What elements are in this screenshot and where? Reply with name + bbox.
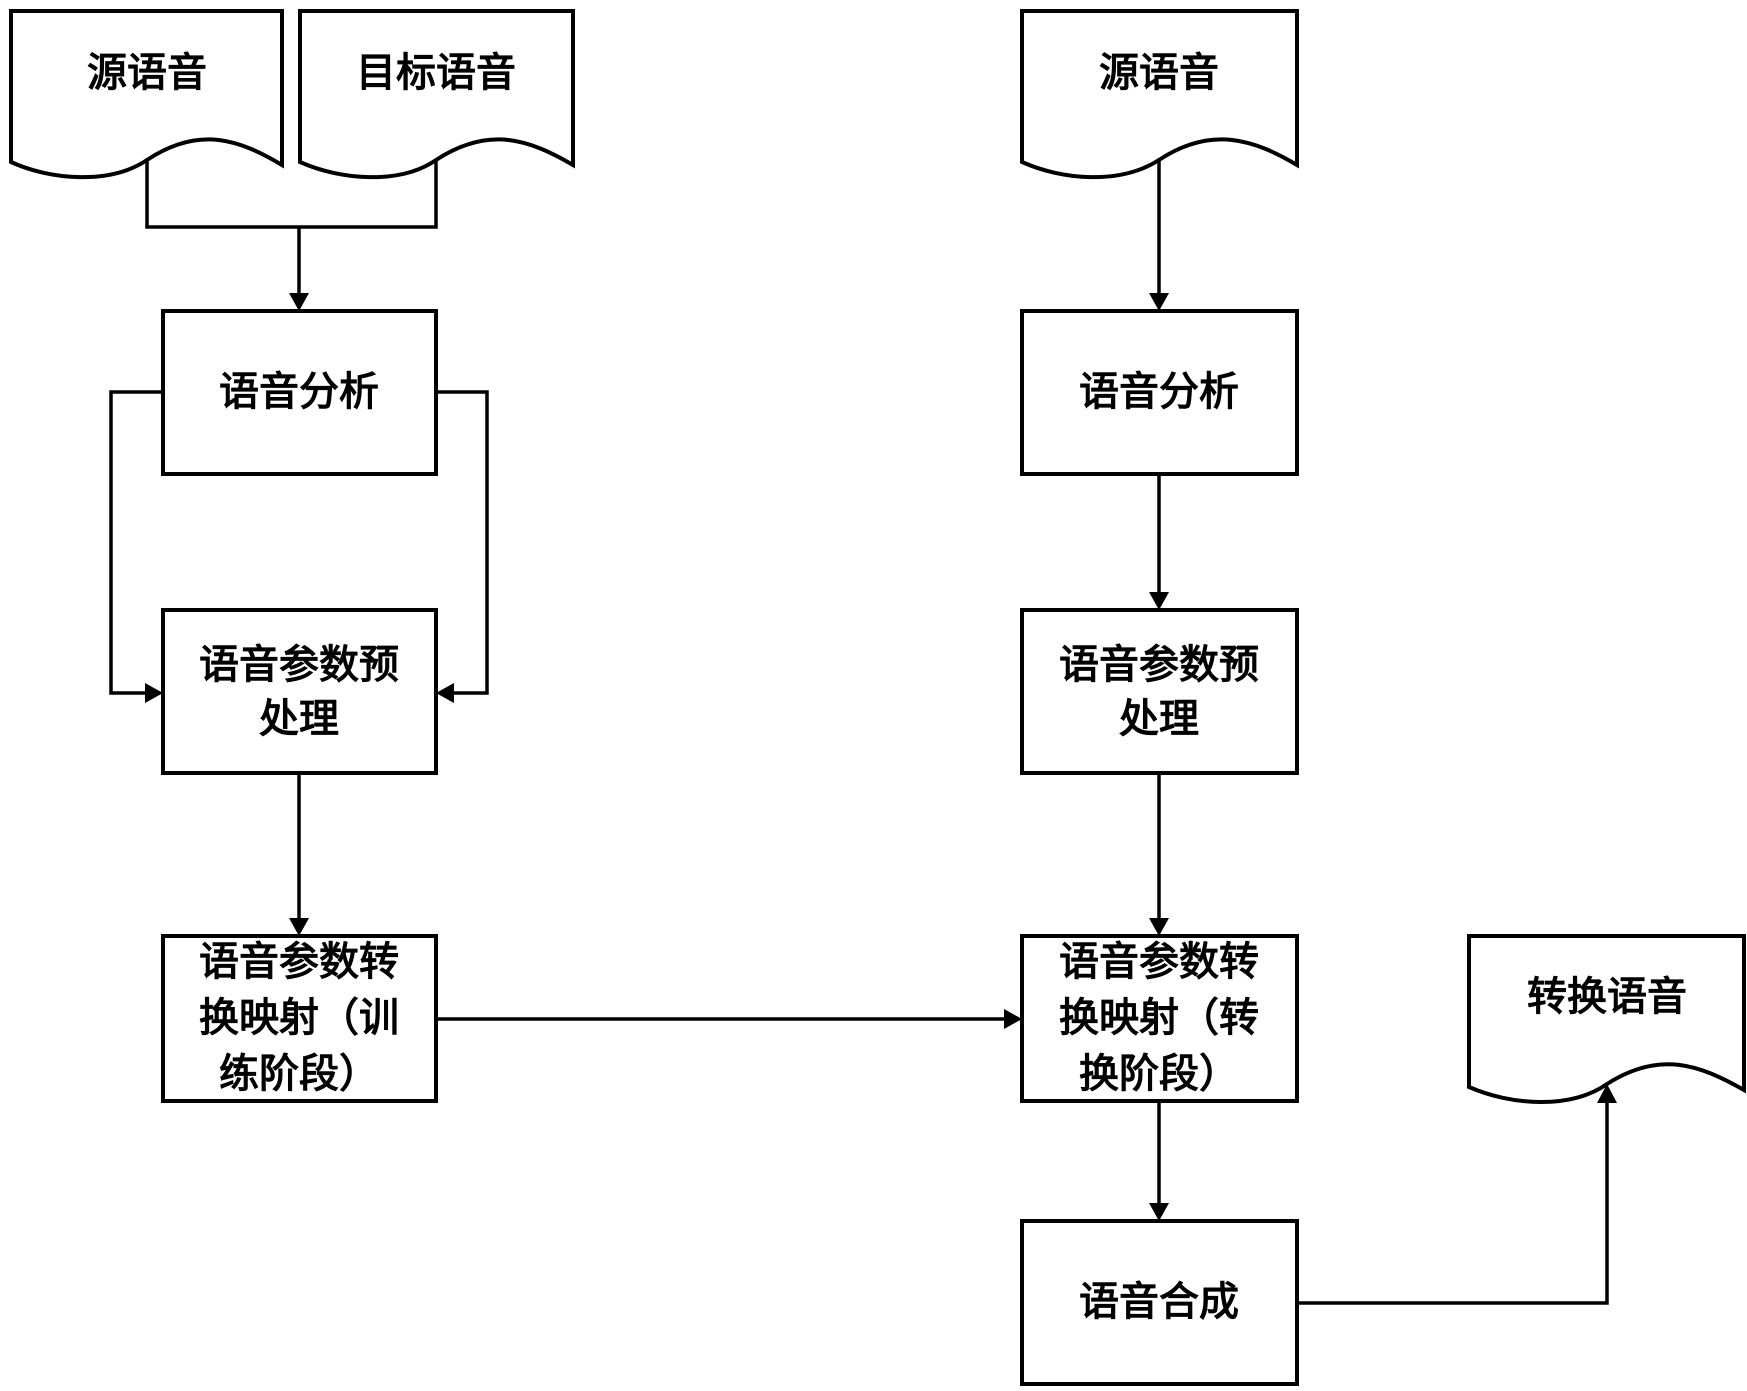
- arrowhead: [1149, 918, 1169, 936]
- node-label-src-conv: 源语音: [1099, 50, 1219, 96]
- process-box-preproc-conv: [1020, 608, 1299, 775]
- document-shape-tgt-train: [298, 9, 575, 180]
- node-label-analysis-conv: 语音分析: [1079, 369, 1239, 415]
- arrowhead: [1597, 1084, 1617, 1103]
- node-label-synthesis: 语音合成: [1079, 1279, 1239, 1325]
- arrowhead: [436, 683, 454, 703]
- node-label-mapping-conv-2: 换映射（转: [1059, 995, 1259, 1041]
- edges: [109, 155, 1617, 1305]
- process-box-preproc-train: [161, 608, 438, 775]
- document-shape-converted: [1467, 934, 1746, 1104]
- node-label-preproc-train-2: 处理: [259, 696, 339, 742]
- arrowhead: [1149, 592, 1169, 610]
- node-label-analysis-train: 语音分析: [219, 369, 379, 415]
- node-label-tgt-train: 目标语音: [356, 50, 516, 96]
- arrowhead: [1149, 293, 1169, 311]
- node-label-mapping-train-1: 语音参数转: [199, 939, 399, 985]
- edge-analysis-preproc-left: [109, 390, 163, 695]
- arrowhead: [145, 683, 163, 703]
- process-box-synthesis: [1020, 1219, 1299, 1386]
- arrowhead: [1149, 1203, 1169, 1221]
- node-label-preproc-conv-2: 处理: [1119, 696, 1199, 742]
- arrowhead: [1004, 1009, 1022, 1029]
- node-label-mapping-train-2: 换映射（训: [199, 995, 399, 1041]
- process-box-analysis-train: [161, 309, 438, 476]
- edge-src-train-merge: [145, 155, 438, 229]
- process-box-mapping-train: [161, 934, 438, 1103]
- document-shape-src-conv: [1020, 9, 1299, 180]
- node-label-preproc-train-1: 语音参数预: [199, 642, 399, 688]
- node-label-converted: 转换语音: [1527, 974, 1687, 1020]
- node-label-src-train: 源语音: [87, 50, 207, 96]
- edge-analysis-preproc-right: [436, 390, 489, 695]
- node-label-mapping-train-3: 练阶段）: [219, 1051, 379, 1097]
- process-box-mapping-conv: [1020, 934, 1299, 1103]
- arrowhead: [289, 918, 309, 936]
- node-label-mapping-conv-3: 换阶段）: [1079, 1051, 1239, 1097]
- arrowhead: [289, 293, 309, 311]
- node-label-mapping-conv-1: 语音参数转: [1059, 939, 1259, 985]
- node-label-preproc-conv-1: 语音参数预: [1059, 642, 1259, 688]
- edge-synthesis-converted: [1297, 1100, 1609, 1305]
- process-box-analysis-conv: [1020, 309, 1299, 476]
- document-shape-src-train: [9, 9, 284, 180]
